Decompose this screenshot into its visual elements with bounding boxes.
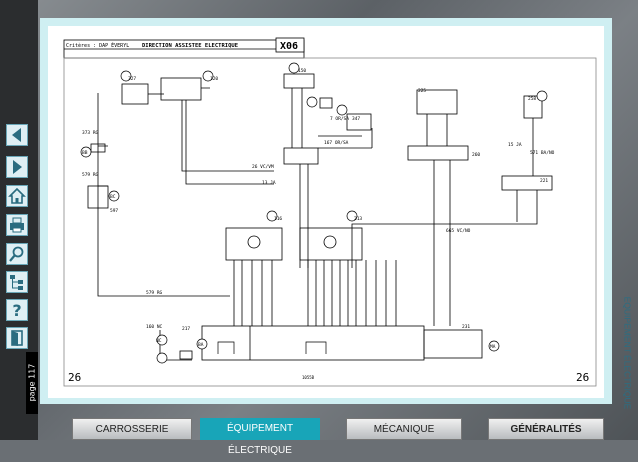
prev-page-button[interactable] xyxy=(6,124,28,146)
svg-text:665 VC/NO: 665 VC/NO xyxy=(446,228,471,234)
diagram-bottom-code: 1055B xyxy=(302,375,315,380)
exit-button[interactable] xyxy=(6,327,28,349)
svg-text:160 NC: 160 NC xyxy=(146,324,163,330)
svg-text:213: 213 xyxy=(354,216,362,222)
help-button[interactable]: ? xyxy=(6,299,28,321)
next-page-button[interactable] xyxy=(6,156,28,178)
question-icon: ? xyxy=(12,301,21,320)
svg-text:225: 225 xyxy=(418,88,426,94)
svg-text:BA: BA xyxy=(198,342,204,348)
svg-text:BB: BB xyxy=(82,150,88,156)
exit-door-icon xyxy=(11,330,23,346)
svg-text:120: 120 xyxy=(210,76,218,82)
section-side-text: EQUIPEMENT ÉLECTRIQUE xyxy=(622,296,633,410)
diagram-page-left: 26 xyxy=(68,371,81,384)
tab-equipement-electrique[interactable]: ÉQUIPEMENT ÉLECTRIQUE xyxy=(200,418,320,456)
svg-text:116: 116 xyxy=(274,216,282,222)
svg-text:260: 260 xyxy=(472,152,480,158)
diagram-criteria: Critères : DAP ÉVERYL xyxy=(66,41,129,49)
right-arrow-icon xyxy=(13,160,22,174)
tab-mecanique[interactable]: MÉCANIQUE xyxy=(346,418,462,440)
svg-text:167 OR/SA: 167 OR/SA xyxy=(324,140,349,146)
svg-text:347: 347 xyxy=(352,116,360,122)
left-arrow-icon xyxy=(12,128,21,142)
schematic-page xyxy=(48,26,604,398)
home-button[interactable] xyxy=(6,185,28,207)
svg-text:373 RG: 373 RG xyxy=(82,130,99,136)
section-side-label: EQUIPEMENT ÉLECTRIQUE xyxy=(620,290,634,420)
print-button[interactable] xyxy=(6,214,28,236)
svg-text:150: 150 xyxy=(298,68,306,74)
wiring-diagram: Critères : DAP ÉVERYL DIRECTION ASSISTEE… xyxy=(63,37,597,387)
svg-text:217: 217 xyxy=(182,326,190,332)
svg-text:231: 231 xyxy=(462,324,470,330)
diagram-page-right: 26 xyxy=(576,371,589,384)
diagram-ref: X06 xyxy=(280,41,298,52)
section-tabs: CARROSSERIE ÉQUIPEMENT ÉLECTRIQUE MÉCANI… xyxy=(48,418,604,456)
svg-text:BC: BC xyxy=(110,194,116,200)
home-icon xyxy=(8,187,26,204)
svg-text:327: 327 xyxy=(128,76,136,82)
svg-text:13 JA: 13 JA xyxy=(262,180,276,186)
svg-text:26 VC/VM: 26 VC/VM xyxy=(252,164,274,170)
diagram-title: DIRECTION ASSISTEE ELECTRIQUE xyxy=(142,43,238,49)
tree-icon xyxy=(10,275,23,290)
svg-text:579 RG: 579 RG xyxy=(82,172,99,178)
svg-text:7 OR/SA: 7 OR/SA xyxy=(330,116,349,122)
tab-carrosserie[interactable]: CARROSSERIE xyxy=(72,418,192,440)
index-button[interactable] xyxy=(6,271,28,293)
tab-generalites[interactable]: GÉNÉRALITÉS xyxy=(488,418,604,440)
svg-text:579 RG: 579 RG xyxy=(146,290,163,296)
printer-icon xyxy=(10,217,24,233)
svg-text:597: 597 xyxy=(110,208,118,214)
page-number-text: page 117 xyxy=(27,363,37,402)
svg-text:?: ? xyxy=(12,301,21,320)
search-button[interactable] xyxy=(6,243,28,265)
svg-text:15 JA: 15 JA xyxy=(508,142,522,148)
svg-text:258: 258 xyxy=(528,96,536,102)
magnifier-icon xyxy=(9,246,24,262)
svg-text:221: 221 xyxy=(540,178,548,184)
page-number-label: page 117 xyxy=(26,352,38,414)
svg-text:MA: MA xyxy=(490,344,496,350)
svg-text:571 BA/NO: 571 BA/NO xyxy=(530,150,555,156)
svg-text:NC: NC xyxy=(156,338,162,344)
